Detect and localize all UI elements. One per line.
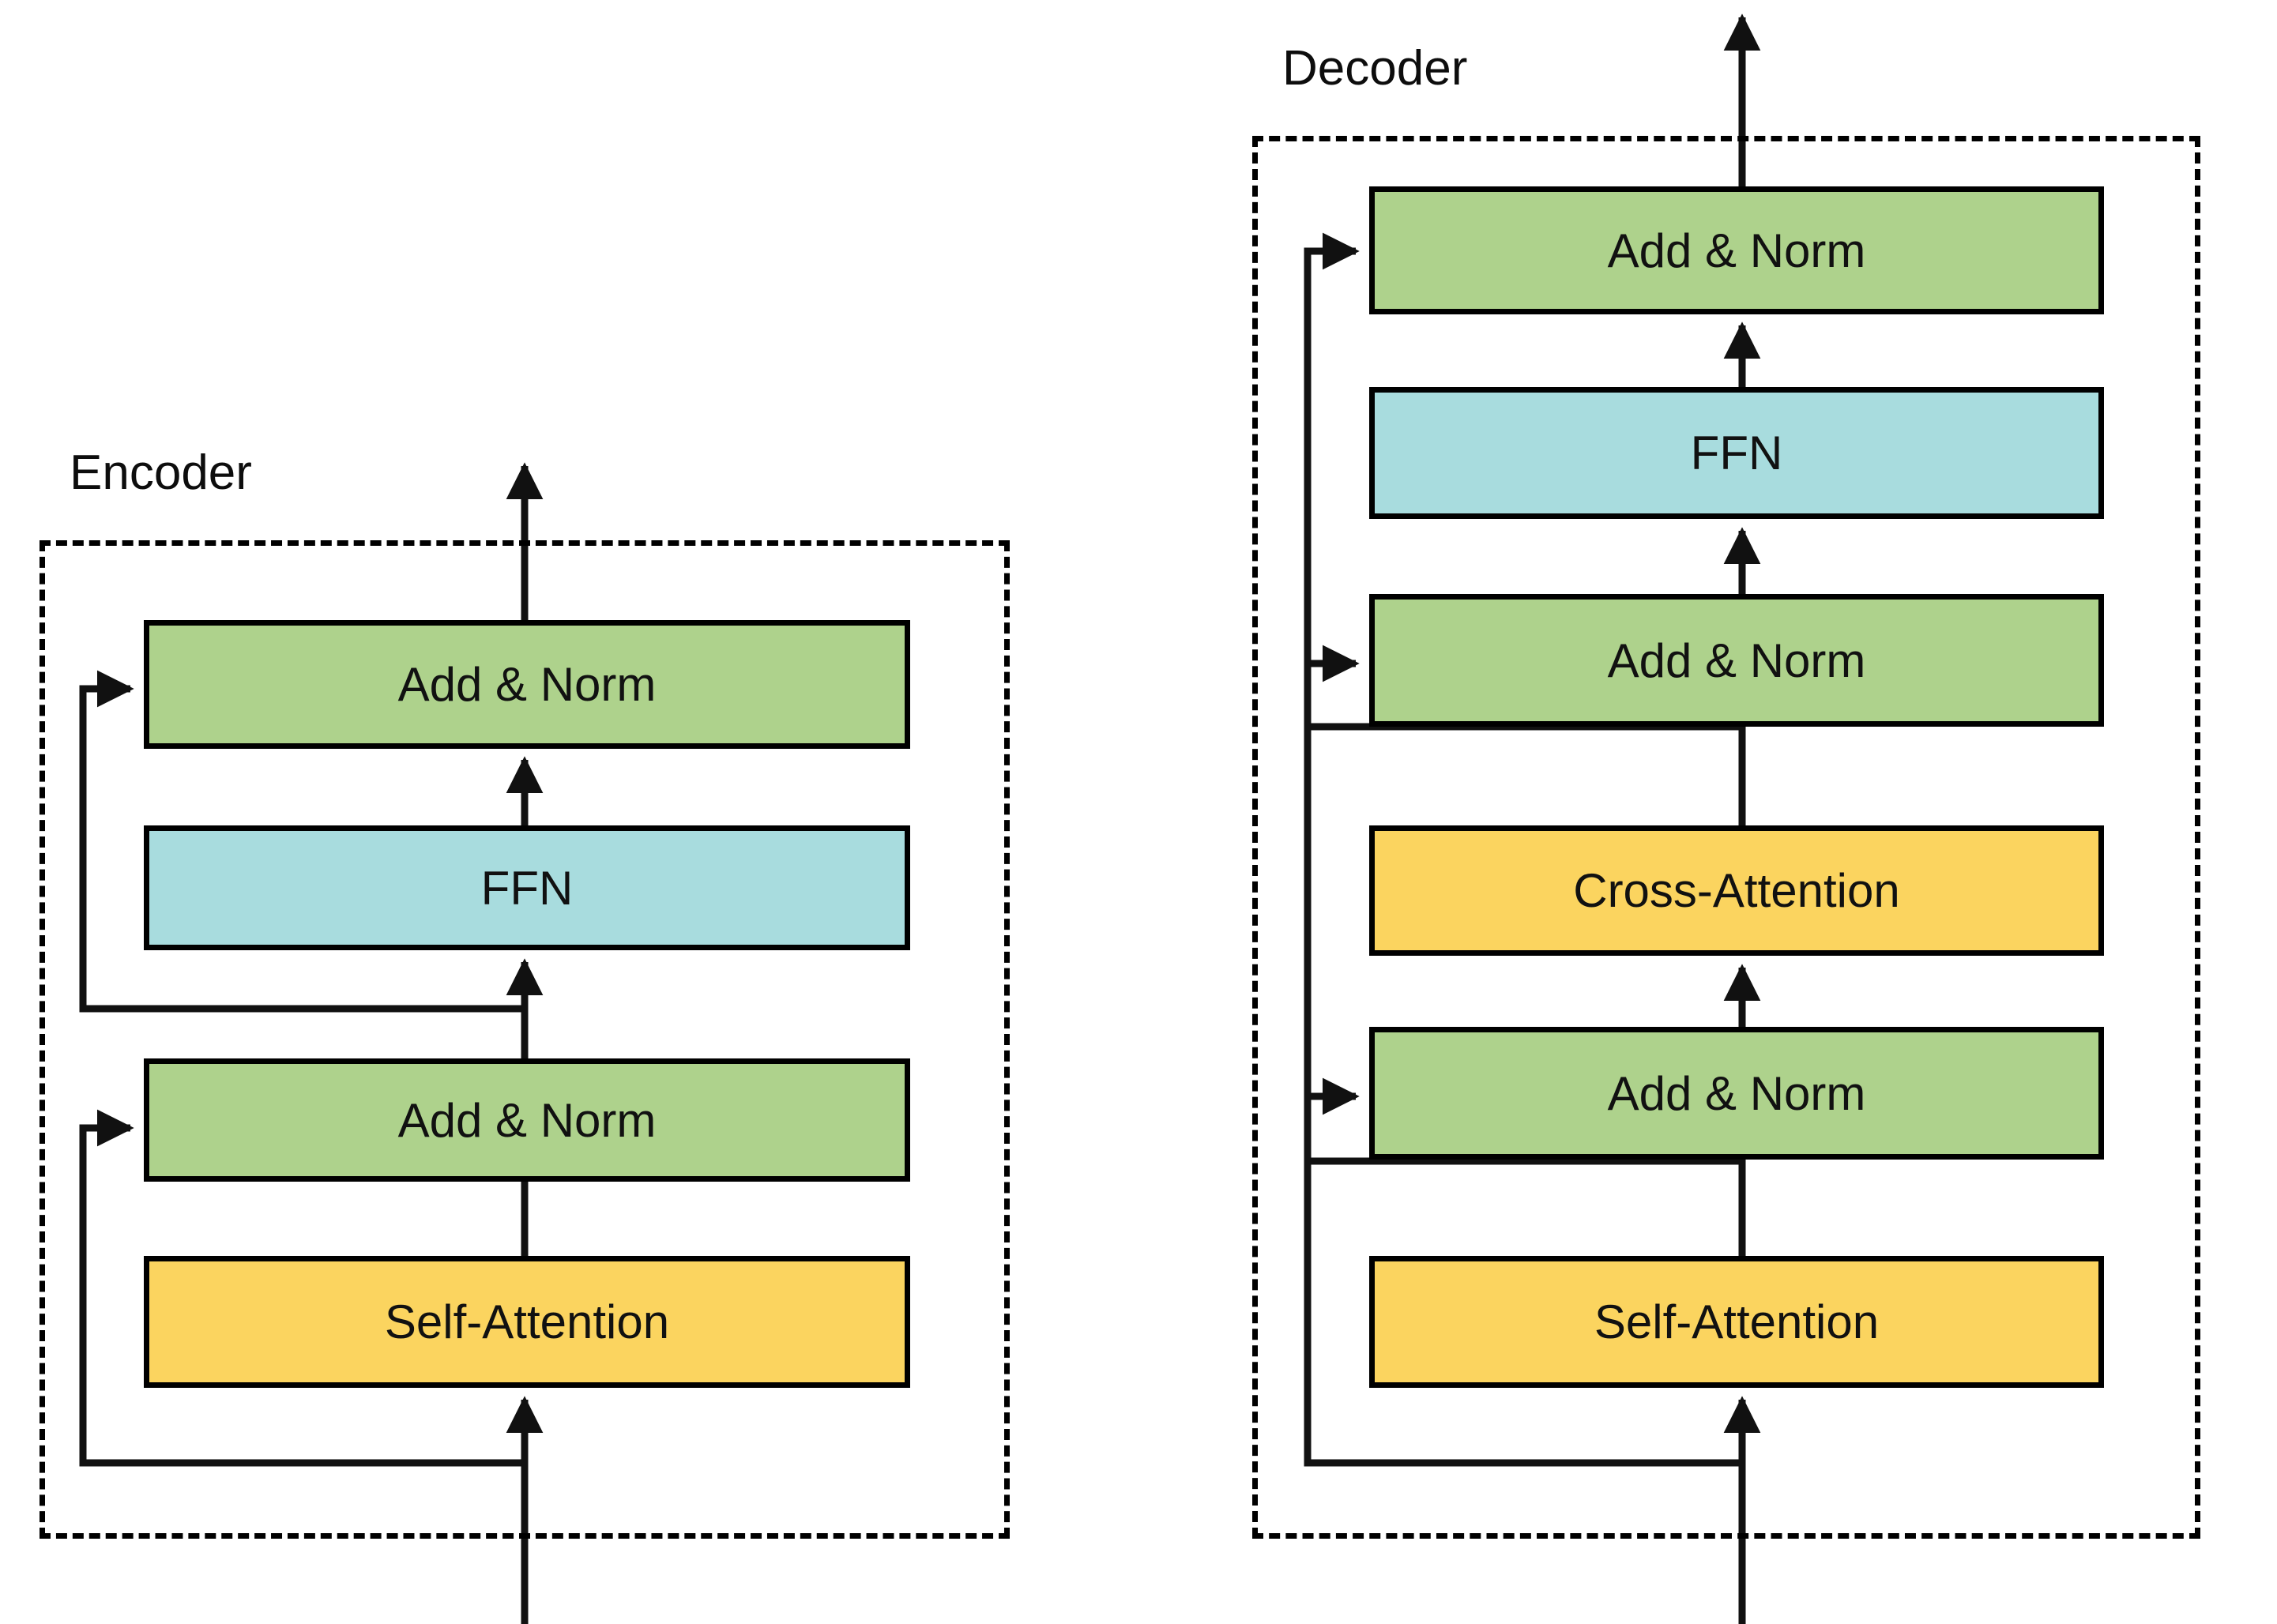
encoder-ffn-label: FFN — [480, 861, 574, 915]
decoder-add-norm-bottom-block[interactable]: Add & Norm — [1369, 1027, 2104, 1160]
decoder-ffn-block[interactable]: FFN — [1369, 387, 2104, 519]
decoder-add-norm-middle-label: Add & Norm — [1607, 633, 1866, 687]
encoder-ffn-block[interactable]: FFN — [144, 825, 910, 950]
encoder-add-norm-lower-label: Add & Norm — [397, 1093, 657, 1147]
decoder-ffn-label: FFN — [1690, 427, 1783, 479]
decoder-add-norm-top-label: Add & Norm — [1607, 224, 1866, 277]
decoder-self-attention-label: Self-Attention — [1594, 1295, 1880, 1348]
encoder-self-attention-block[interactable]: Self-Attention — [144, 1256, 910, 1388]
decoder-group-frame — [1252, 136, 2200, 1539]
encoder-add-norm-upper-label: Add & Norm — [397, 658, 657, 711]
encoder-group-label: Encoder — [70, 445, 252, 500]
encoder-add-norm-lower-block[interactable]: Add & Norm — [144, 1058, 910, 1182]
decoder-cross-attention-label: Cross-Attention — [1573, 864, 1900, 917]
decoder-add-norm-bottom-label: Add & Norm — [1607, 1066, 1866, 1120]
encoder-group-frame — [40, 540, 1010, 1539]
decoder-self-attention-block[interactable]: Self-Attention — [1369, 1256, 2104, 1388]
decoder-add-norm-top-block[interactable]: Add & Norm — [1369, 186, 2104, 314]
decoder-add-norm-middle-block[interactable]: Add & Norm — [1369, 594, 2104, 727]
decoder-group-label: Decoder — [1282, 41, 1468, 96]
encoder-self-attention-label: Self-Attention — [384, 1295, 670, 1348]
encoder-add-norm-upper-block[interactable]: Add & Norm — [144, 620, 910, 749]
decoder-cross-attention-block[interactable]: Cross-Attention — [1369, 825, 2104, 956]
